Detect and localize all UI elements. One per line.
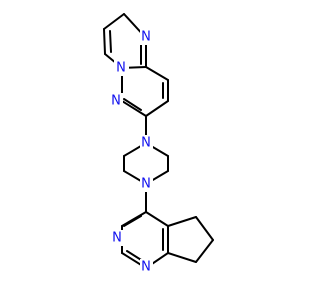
atom-label-n6: N bbox=[112, 231, 122, 246]
atom-background bbox=[140, 29, 153, 45]
atom-label-n3: N bbox=[111, 94, 121, 109]
bond bbox=[123, 215, 142, 227]
bond bbox=[167, 252, 197, 263]
atom-background bbox=[140, 176, 153, 192]
molecule-structure: N N N N N N N bbox=[103, 13, 214, 275]
bond bbox=[195, 216, 214, 241]
bond bbox=[109, 30, 112, 53]
atom-background bbox=[110, 93, 123, 109]
atom-label-n4: N bbox=[141, 136, 151, 151]
atom-label-n1: N bbox=[141, 30, 151, 45]
bond bbox=[145, 66, 169, 81]
molecule-canvas: N N N N N N N bbox=[103, 13, 214, 275]
atom-background bbox=[140, 259, 153, 275]
bond bbox=[145, 211, 169, 227]
bond bbox=[167, 216, 197, 227]
atom-background bbox=[114, 60, 129, 76]
atom-label-n7: N bbox=[141, 260, 151, 275]
bond bbox=[103, 13, 125, 30]
bond bbox=[123, 98, 142, 111]
atom-label-n2: N bbox=[116, 61, 126, 76]
atom-label-n5: N bbox=[141, 177, 151, 192]
atom-background bbox=[140, 135, 153, 151]
bond bbox=[195, 239, 214, 263]
atom-background bbox=[111, 230, 124, 246]
bond bbox=[121, 100, 147, 117]
bond bbox=[145, 100, 169, 117]
bond bbox=[103, 28, 106, 55]
